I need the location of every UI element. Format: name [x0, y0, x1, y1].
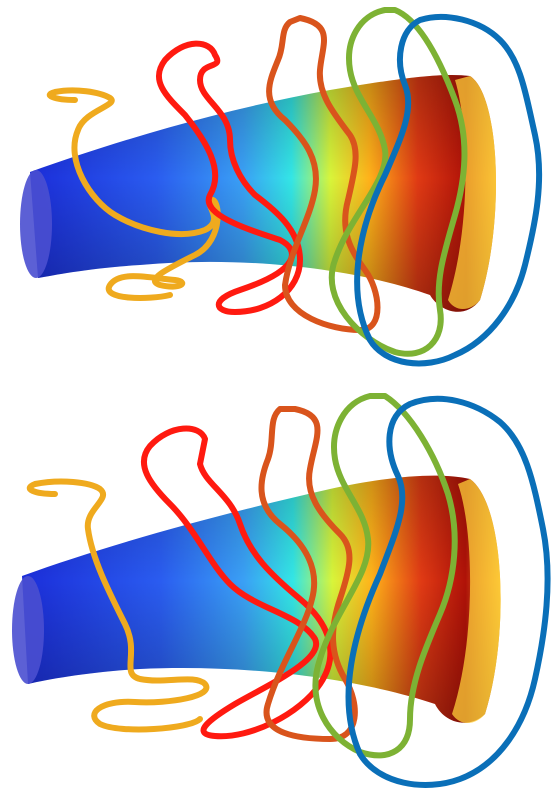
tube-right-rim	[448, 76, 497, 309]
tube-right-rim	[452, 479, 501, 723]
tube-end-cap	[20, 170, 52, 278]
bottom-figure-panel	[0, 384, 560, 804]
curve-red	[141, 425, 334, 740]
tube-shading	[22, 475, 501, 723]
curve-blue	[345, 395, 551, 788]
curve-blue	[354, 14, 543, 367]
top-figure-panel	[0, 0, 560, 372]
curve-green	[328, 7, 468, 357]
tube-end-cap	[12, 576, 44, 684]
curve-red	[156, 40, 303, 315]
curve-yellow	[26, 478, 210, 733]
top-figure-svg	[20, 7, 543, 367]
bottom-figure-svg	[12, 393, 551, 788]
curve-orange	[258, 406, 358, 742]
